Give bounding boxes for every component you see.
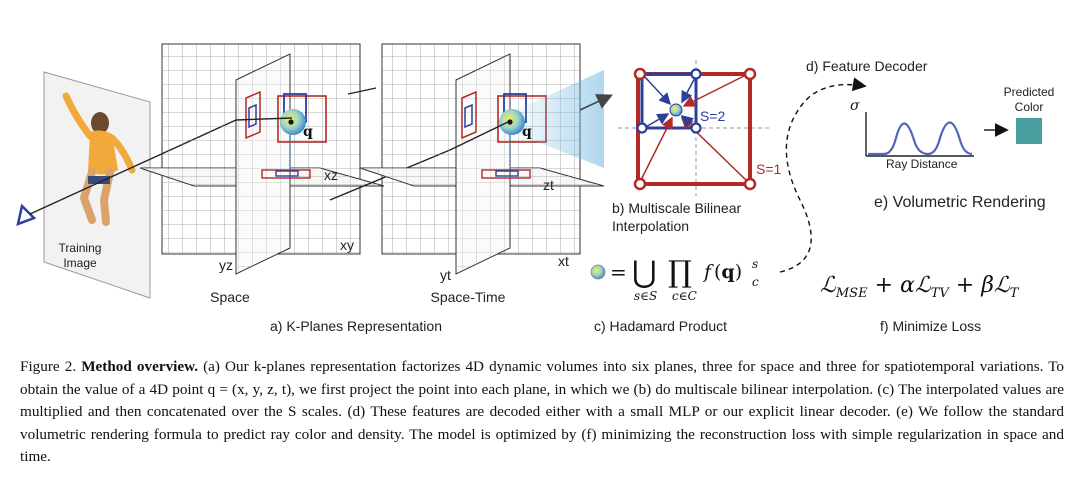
ray-distance-label: Ray Distance xyxy=(886,157,958,171)
svg-text:s∈S: s∈S xyxy=(634,289,657,303)
space-label: Space xyxy=(210,289,250,305)
training-label-1: Training xyxy=(59,241,102,255)
plane-yt-label: yt xyxy=(440,267,451,283)
svg-text:c: c xyxy=(752,275,759,289)
sigma-label: σ xyxy=(850,98,860,114)
predicted-color-swatch xyxy=(1016,118,1042,144)
plane-zt-label: zt xyxy=(543,177,554,193)
method-overview-figure: Training Image q xz xy yz Space xyxy=(16,43,1055,334)
training-image xyxy=(43,71,151,299)
svg-text:⋃: ⋃ xyxy=(632,255,657,290)
caption-b-2: Interpolation xyxy=(612,218,689,234)
caption-b-1: b) Multiscale Bilinear xyxy=(612,200,741,216)
plane-xy-label: xy xyxy=(340,237,354,253)
plane-xz-label: xz xyxy=(324,167,338,183)
plane-yz-label: yz xyxy=(219,257,233,273)
svg-text:s: s xyxy=(752,257,758,271)
dancer-figure xyxy=(62,92,136,226)
spacetime-label: Space-Time xyxy=(431,289,506,305)
scale-1-label: S=1 xyxy=(756,161,782,177)
figure-caption: Figure 2. Method overview. (a) Our k-pla… xyxy=(20,356,1064,469)
predicted-label-2: Color xyxy=(1015,100,1044,114)
caption-title: Method overview. xyxy=(81,358,199,375)
caption-a: a) K-Planes Representation xyxy=(270,318,442,334)
caption-f: f) Minimize Loss xyxy=(880,318,981,334)
decoder-flow-arrow xyxy=(779,77,867,273)
svg-text:ℒMSE + αℒTV + βℒT: ℒMSE + αℒTV + βℒT xyxy=(820,273,1020,301)
predicted-label-1: Predicted xyxy=(1004,85,1055,99)
hadamard-formula: = ⋃ ∏ f (q) s c s∈S c∈C xyxy=(590,255,759,303)
svg-text:∏: ∏ xyxy=(668,255,692,290)
svg-text:c∈C: c∈C xyxy=(672,289,697,303)
caption-d: d) Feature Decoder xyxy=(806,58,928,74)
density-plot xyxy=(865,112,974,157)
space-planes xyxy=(139,43,385,275)
spacetime-planes xyxy=(359,43,605,275)
bilinear-interpolation-diagram xyxy=(618,60,772,196)
svg-text:f: f xyxy=(702,261,714,283)
caption-c: c) Hadamard Product xyxy=(594,318,727,334)
caption-text: (a) Our k-planes representation factoriz… xyxy=(20,358,1065,465)
point-q-spacetime: q xyxy=(522,124,532,140)
training-label-2: Image xyxy=(63,256,97,270)
plane-xt-label: xt xyxy=(558,253,569,269)
loss-formula: ℒMSE + αℒTV + βℒT xyxy=(820,273,1020,301)
caption-e: e) Volumetric Rendering xyxy=(874,194,1046,211)
svg-text:(q): (q) xyxy=(714,261,742,283)
point-q-space: q xyxy=(303,124,313,140)
svg-text:=: = xyxy=(610,260,627,284)
scale-2-label: S=2 xyxy=(700,108,726,124)
camera-icon xyxy=(16,203,37,226)
caption-fig-label: Figure 2. xyxy=(20,358,77,375)
